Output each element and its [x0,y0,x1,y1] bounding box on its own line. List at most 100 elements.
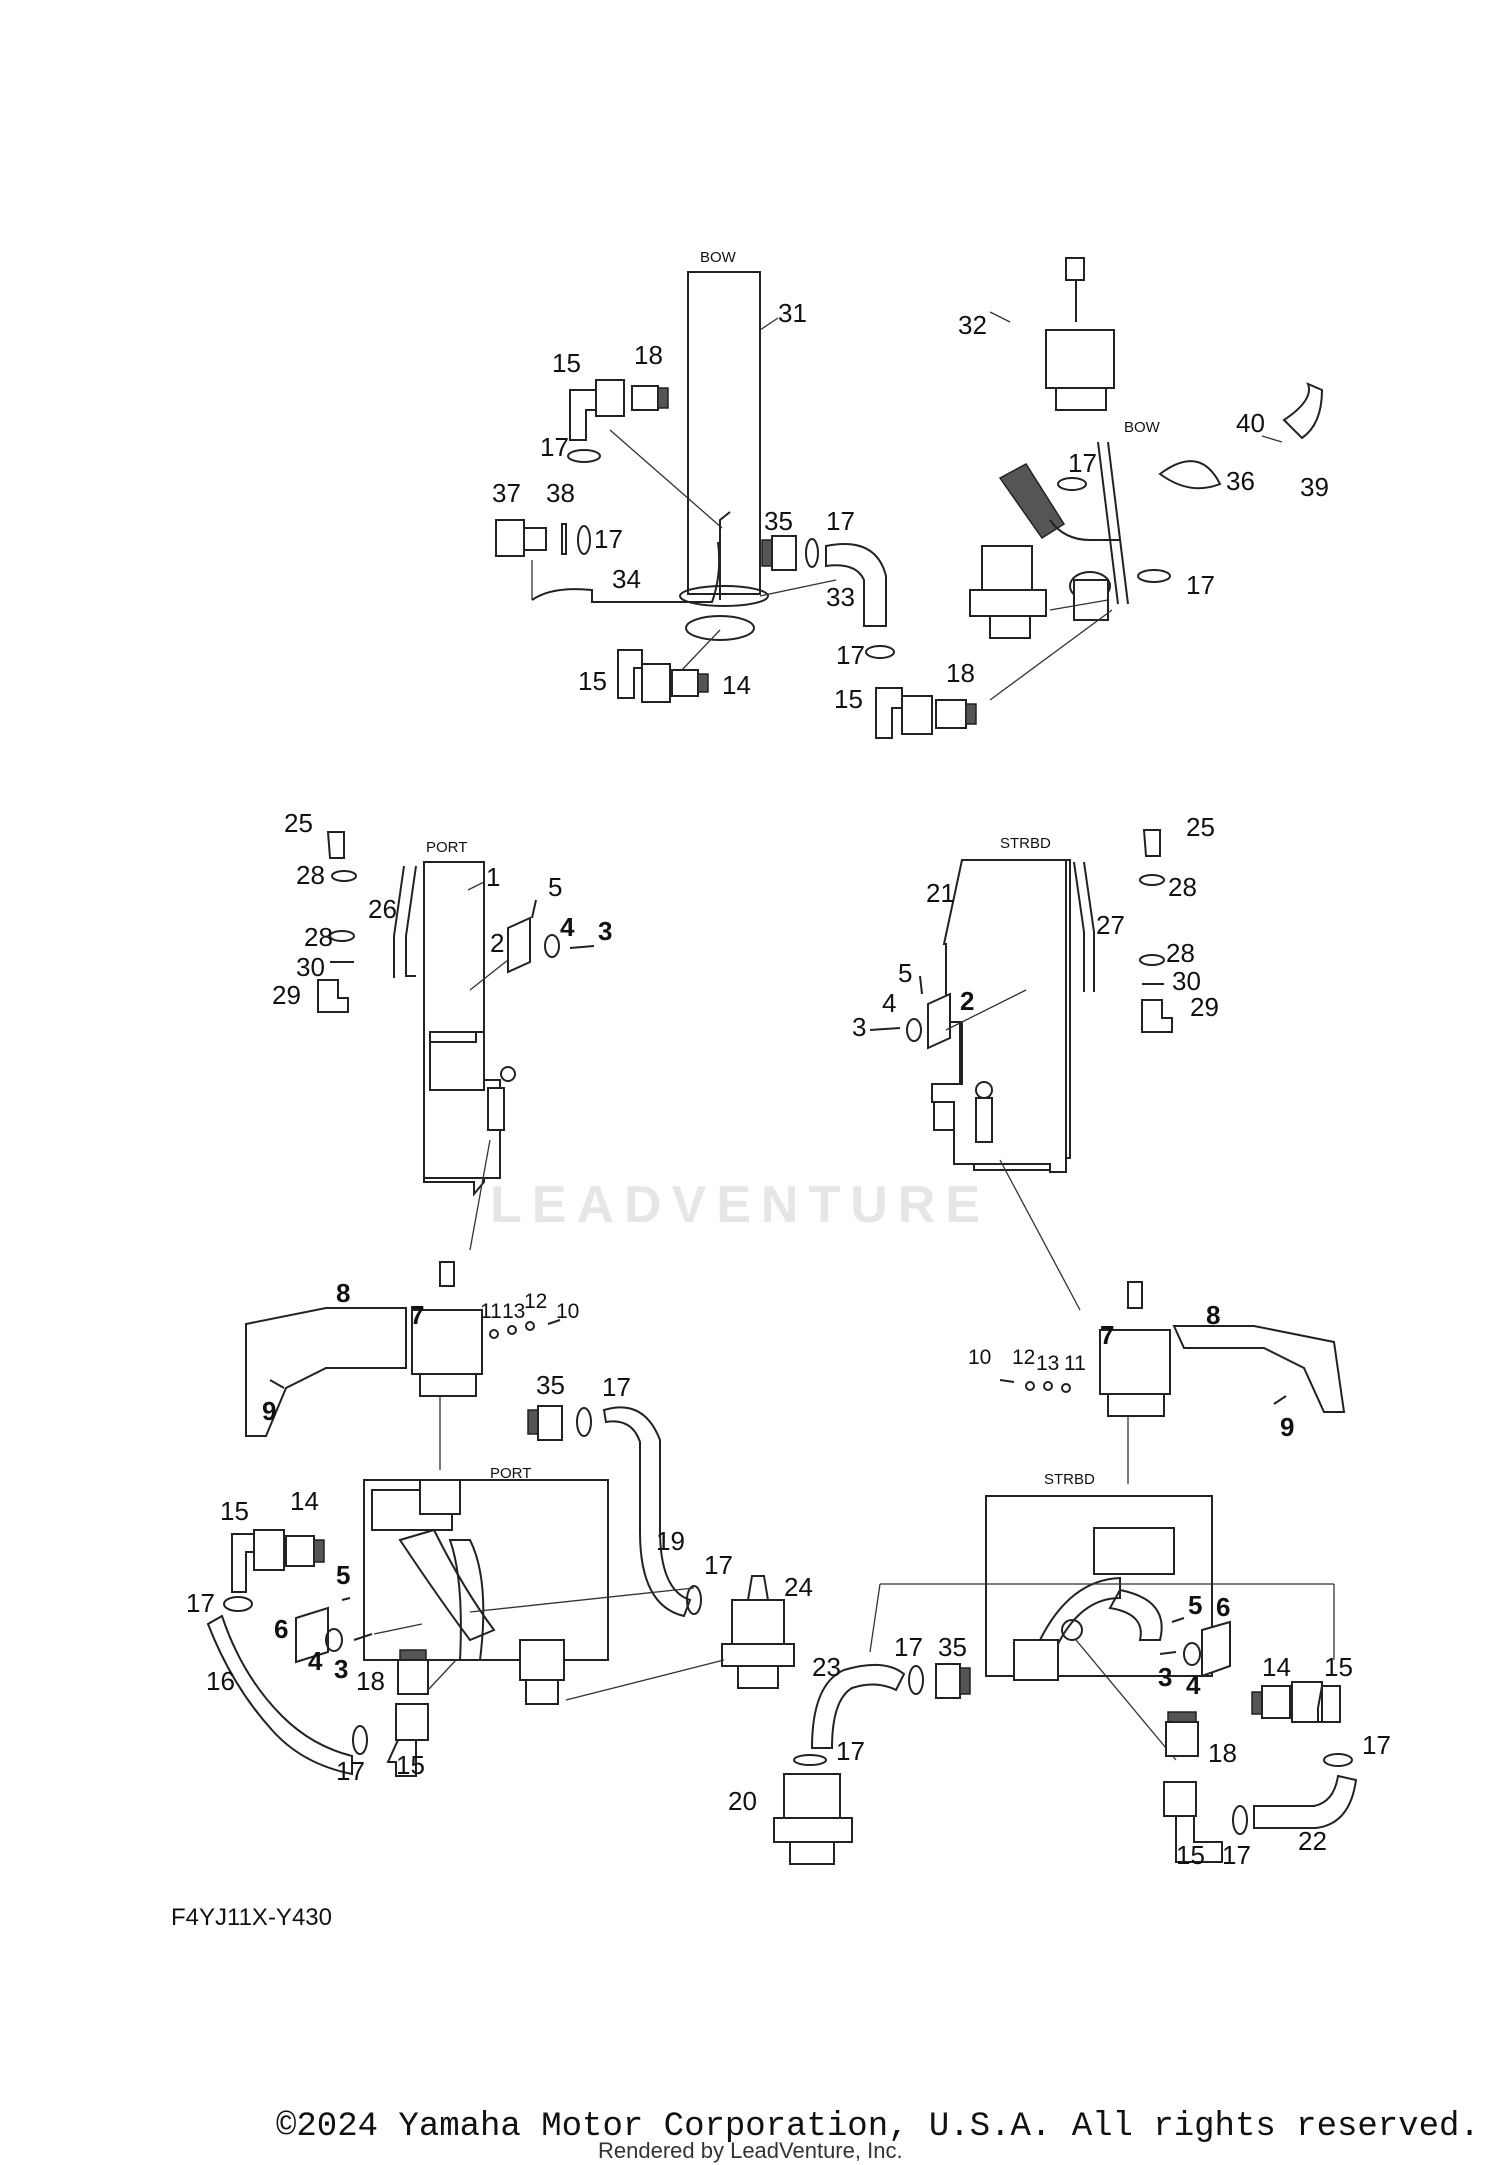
port-label: PORT [426,839,467,856]
screw-5 [531,899,537,919]
callout-18d: 18 [1208,1738,1237,1768]
valve-20 [783,1773,841,1819]
callout-26: 26 [368,894,397,924]
hose-22 [1253,1774,1358,1829]
callout-17i: 17 [186,1588,215,1618]
hose-27 [1073,861,1085,992]
callout-9b: 9 [1280,1412,1294,1442]
callout-18b: 18 [946,658,975,688]
callout-3d: 3 [1158,1662,1172,1692]
callout-18: 18 [634,340,663,370]
fitting-18d [1165,1721,1199,1757]
ring-38 [561,523,567,555]
elbow-29b [1141,999,1173,1033]
clamp-17e [1057,477,1087,491]
callout-23: 23 [812,1652,841,1682]
tank-31 [687,271,761,595]
elbow-25b [1142,829,1161,857]
callout-14: 14 [722,670,751,700]
callout-21: 21 [926,878,955,908]
callout-11: 11 [480,1300,502,1323]
copyright-notice: ©2024 Yamaha Motor Corporation, U.S.A. A… [276,2108,1480,2146]
callout-17h: 17 [704,1550,733,1580]
callout-17n: 17 [1222,1840,1251,1870]
callout-17b: 17 [594,524,623,554]
fitting-14c [1261,1685,1291,1719]
callout-15c: 15 [834,684,863,714]
callout-4c: 4 [308,1646,323,1676]
fitting-18b [935,699,967,729]
callout-32: 32 [958,310,987,340]
port-box [363,1479,609,1661]
callout-19: 19 [656,1526,685,1556]
bracket-2 [507,916,531,974]
valve-24 [731,1599,785,1645]
callout-39: 39 [1300,472,1329,502]
elbow-15c [875,687,903,739]
callout-5d: 5 [1188,1590,1202,1620]
bracket-8 [245,1307,407,1437]
callout-14b: 14 [290,1486,319,1516]
bolt-3 [569,945,595,949]
group-strbd-pump: 10 12 13 11 7 8 9 STRBD 23 17 [728,1281,1391,1870]
callout-11b: 11 [1064,1352,1086,1375]
fitting-14 [671,669,699,697]
clamp-17b [577,525,591,555]
callout-4b: 4 [882,988,896,1018]
callout-15e: 15 [396,1750,425,1780]
callout-24: 24 [784,1572,813,1602]
elbow-25 [326,831,345,859]
clamp-17 [567,449,601,463]
callout-35b: 35 [536,1370,565,1400]
callout-17c: 17 [826,506,855,536]
callout-3: 3 [598,916,612,946]
callout-30b: 30 [1172,966,1201,996]
callout-29: 29 [272,980,301,1010]
callout-15f: 15 [1324,1652,1353,1682]
fitting-14b [285,1535,315,1567]
fitting-35c [935,1663,961,1699]
callout-15g: 15 [1176,1840,1205,1870]
elbow-15e [386,1739,417,1777]
callout-15d: 15 [220,1496,249,1526]
callout-3c: 3 [334,1654,348,1684]
callout-17m: 17 [836,1736,865,1766]
elbow-29 [317,979,349,1013]
fitting-18c [397,1659,429,1695]
clamp-17c [805,538,819,568]
callout-17e: 17 [1068,448,1097,478]
pump-7 [411,1309,483,1375]
clamp-17d [865,645,895,659]
callout-36: 36 [1226,466,1255,496]
strbd-box-label: STRBD [1044,1471,1095,1488]
group-port-panel: PORT 1 26 25 28 28 30 29 2 5 4 3 [272,808,612,1251]
callout-7b: 7 [1100,1320,1114,1350]
elbow-15g [1175,1815,1223,1863]
callout-17f: 17 [1186,570,1215,600]
hose-19 [602,1406,692,1618]
callout-8: 8 [336,1278,350,1308]
callout-17: 17 [540,432,569,462]
washer-4 [544,934,560,958]
callout-35: 35 [764,506,793,536]
callout-34: 34 [612,564,641,594]
fitting-18 [631,385,659,411]
callout-5c: 5 [336,1560,350,1590]
callout-37: 37 [492,478,521,508]
group-strbd-panel: STRBD 21 27 25 28 28 30 29 2 5 4 3 [852,812,1219,1311]
hose-33 [825,543,887,627]
callout-5: 5 [548,872,562,902]
plate-6b [1201,1620,1231,1678]
group-top-left: BOW 31 15 18 17 37 38 17 35 17 33 17 [492,249,895,703]
callout-8b: 8 [1206,1300,1220,1330]
callout-25b: 25 [1186,812,1215,842]
callout-29b: 29 [1190,992,1219,1022]
callout-4d: 4 [1186,1670,1201,1700]
callout-12b: 12 [1012,1346,1035,1369]
elbow-15 [569,389,597,441]
callout-1: 1 [486,862,500,892]
callout-13b: 13 [1036,1352,1059,1375]
pump-7b [1099,1329,1171,1395]
hose-36 [1158,460,1222,490]
